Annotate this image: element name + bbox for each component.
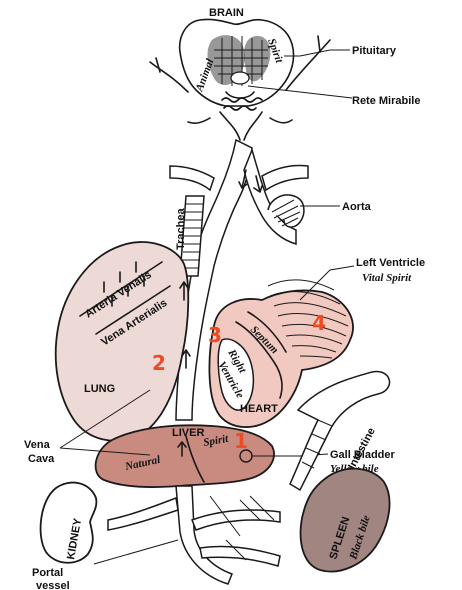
portal-network: [108, 486, 280, 584]
cava-label: Cava: [28, 453, 55, 465]
lung: [56, 242, 189, 441]
marker-3: 3: [208, 323, 222, 347]
lung-label: LUNG: [84, 383, 115, 395]
brain-label: BRAIN: [209, 7, 244, 19]
aorta-label: Aorta: [342, 201, 372, 213]
pituitary-gland: [231, 72, 249, 84]
pituitary-label: Pituitary: [352, 45, 397, 57]
portal-label: Portal: [32, 567, 63, 579]
vital-spirit-label: Vital Spirit: [362, 272, 412, 284]
trachea-label: Trachea: [175, 208, 187, 250]
vena-label: Vena: [24, 439, 51, 451]
liver-label: LIVER: [172, 427, 204, 439]
left-ventricle-label: Left Ventricle: [356, 257, 425, 269]
portal-vessel-leader: [94, 540, 178, 564]
rete-mirabile-label: Rete Mirabile: [352, 95, 420, 107]
marker-4: 4: [312, 311, 326, 335]
marker-2: 2: [152, 351, 166, 375]
marker-1: 1: [234, 429, 248, 453]
rete-leader: [248, 86, 352, 98]
vessel-label: vessel: [36, 580, 70, 590]
heart-label: HEART: [240, 403, 278, 415]
